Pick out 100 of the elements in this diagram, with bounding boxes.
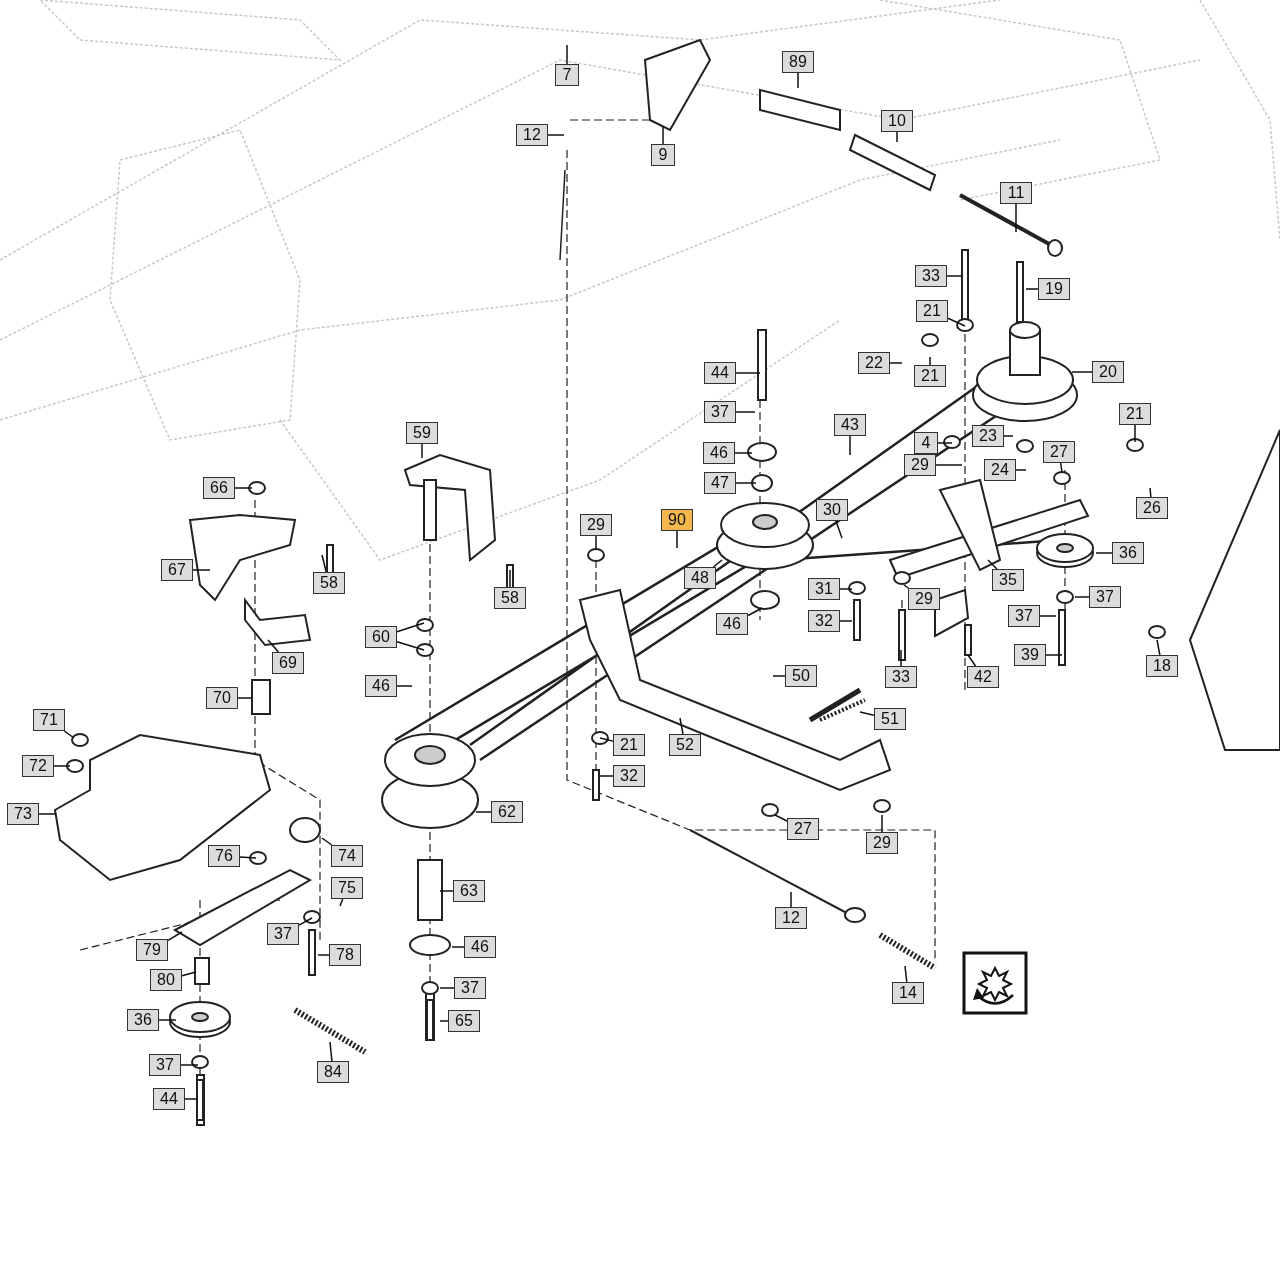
leader-line xyxy=(566,44,568,65)
leader-line xyxy=(239,856,257,859)
callout-number: 44 xyxy=(704,362,736,384)
callout-number: 37 xyxy=(454,977,486,999)
leader-line xyxy=(396,641,425,651)
leader-line xyxy=(158,1019,177,1021)
leader-line xyxy=(167,931,183,942)
callout-number: 48 xyxy=(684,567,716,589)
callout-number: 80 xyxy=(150,969,182,991)
callout-number: 33 xyxy=(885,666,917,688)
callout-number: 12 xyxy=(516,124,548,146)
leader-line xyxy=(321,554,327,573)
leader-line xyxy=(181,971,197,977)
leader-line xyxy=(734,452,753,454)
callout-number: 21 xyxy=(613,734,645,756)
callout-number: 9 xyxy=(651,144,675,166)
callout-number: 7 xyxy=(555,64,579,86)
callout-number: 73 xyxy=(7,803,39,825)
callout-number: 46 xyxy=(464,936,496,958)
callout-number: 33 xyxy=(915,265,947,287)
leader-line xyxy=(1059,462,1063,473)
leader-line xyxy=(735,482,757,484)
leader-line xyxy=(903,584,910,589)
leader-line xyxy=(451,946,465,948)
leader-line xyxy=(1134,424,1136,443)
callout-number: 36 xyxy=(1112,542,1144,564)
leader-line xyxy=(1003,435,1014,437)
callout-number: 37 xyxy=(267,923,299,945)
callout-number: 21 xyxy=(916,300,948,322)
callout-number: 60 xyxy=(365,626,397,648)
leader-line xyxy=(790,891,792,908)
leader-line xyxy=(38,813,57,815)
callout-number: 36 xyxy=(127,1009,159,1031)
leader-line xyxy=(1045,654,1063,656)
leader-line xyxy=(63,730,75,739)
callout-number: 29 xyxy=(904,454,936,476)
callout-number: 10 xyxy=(881,110,913,132)
leader-line xyxy=(1149,487,1152,498)
callout-number: 4 xyxy=(914,432,938,454)
callout-number: 58 xyxy=(494,587,526,609)
leader-line xyxy=(676,530,678,549)
callout-number: 37 xyxy=(704,401,736,423)
leader-line xyxy=(735,372,761,374)
callout-number: 78 xyxy=(329,944,361,966)
callout-number: 79 xyxy=(136,939,168,961)
leader-line xyxy=(1156,639,1161,656)
leader-line xyxy=(1071,371,1093,373)
leader-line xyxy=(946,275,963,277)
callout-number: 43 xyxy=(834,414,866,436)
leader-line xyxy=(298,917,313,926)
callout-number: 50 xyxy=(785,665,817,687)
leader-line xyxy=(735,411,756,413)
callout-number: 65 xyxy=(448,1010,480,1032)
leader-line xyxy=(839,588,853,590)
callout-number: 22 xyxy=(858,352,890,374)
leader-line xyxy=(935,464,963,466)
leader-line xyxy=(747,607,763,617)
leader-line xyxy=(234,487,253,489)
callout-number: 59 xyxy=(406,422,438,444)
leader-line xyxy=(53,765,71,767)
callout-number: 84 xyxy=(317,1061,349,1083)
leader-line xyxy=(987,559,998,570)
callout-number: 29 xyxy=(580,514,612,536)
leader-line xyxy=(929,356,931,366)
leader-line xyxy=(849,435,851,456)
callout-number: 37 xyxy=(149,1054,181,1076)
callout-number: 66 xyxy=(203,477,235,499)
leader-line xyxy=(889,362,903,364)
leader-line xyxy=(839,620,853,622)
callout-number: 76 xyxy=(208,845,240,867)
callout-number: 46 xyxy=(365,675,397,697)
callout-number: 23 xyxy=(972,425,1004,447)
callout-number: 32 xyxy=(808,610,840,632)
callout-number: 46 xyxy=(716,613,748,635)
leader-line xyxy=(1095,552,1113,554)
callout-number: 31 xyxy=(808,578,840,600)
callout-number: 11 xyxy=(1000,182,1032,204)
callout-number: 63 xyxy=(453,880,485,902)
callout-number: 21 xyxy=(1119,403,1151,425)
leader-line xyxy=(712,559,723,568)
callout-number: 62 xyxy=(491,801,523,823)
leader-line xyxy=(772,675,786,677)
callout-number: 52 xyxy=(669,734,701,756)
leader-line xyxy=(967,654,977,667)
callout-number: 12 xyxy=(775,907,807,929)
leader-line xyxy=(774,814,788,822)
leader-line xyxy=(439,890,454,892)
callout-number: 29 xyxy=(908,588,940,610)
leader-line xyxy=(904,965,908,983)
leader-line xyxy=(439,1020,449,1022)
leader-line xyxy=(329,1041,333,1062)
callout-number: 29 xyxy=(866,832,898,854)
callout-number: 58 xyxy=(313,572,345,594)
leader-line xyxy=(937,442,953,444)
leader-line xyxy=(599,737,614,742)
callout-number: 32 xyxy=(613,765,645,787)
callout-number: 20 xyxy=(1092,361,1124,383)
leader-line xyxy=(509,569,511,588)
callout-number: 37 xyxy=(1089,586,1121,608)
leader-line xyxy=(1039,615,1057,617)
